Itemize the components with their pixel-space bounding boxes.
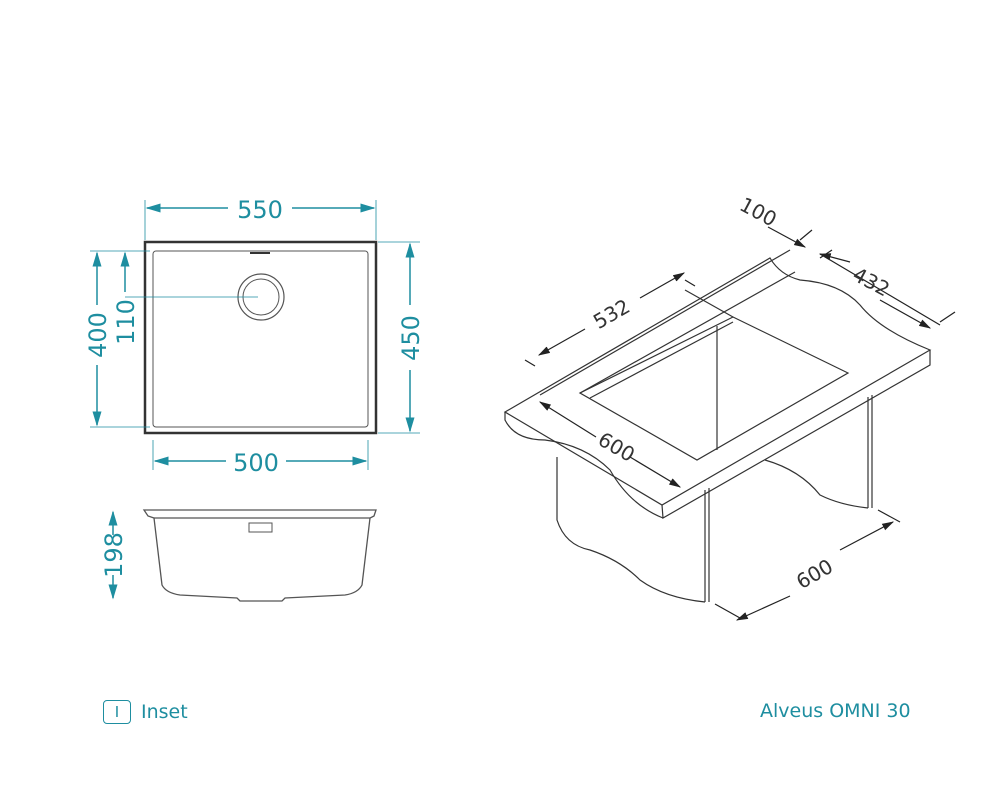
legend-label: Inset xyxy=(141,701,188,723)
dim-100: 100 xyxy=(736,192,781,231)
dim-110: 110 xyxy=(112,299,140,345)
dim-432: 432 xyxy=(849,262,894,301)
model-name: Alveus OMNI 30 xyxy=(760,700,911,722)
sink-isometric-view xyxy=(503,249,932,603)
sink-top-view xyxy=(90,200,420,470)
dim-532: 532 xyxy=(589,294,634,334)
dim-600-cabinet: 600 xyxy=(792,554,837,594)
dim-400: 400 xyxy=(84,312,112,358)
dim-500: 500 xyxy=(233,449,279,477)
dim-550: 550 xyxy=(237,196,283,224)
dim-198: 198 xyxy=(100,532,128,578)
legend-inset: I Inset xyxy=(103,700,188,724)
dim-450: 450 xyxy=(397,315,425,361)
sink-side-view xyxy=(108,509,377,602)
inset-icon: I xyxy=(103,700,131,724)
